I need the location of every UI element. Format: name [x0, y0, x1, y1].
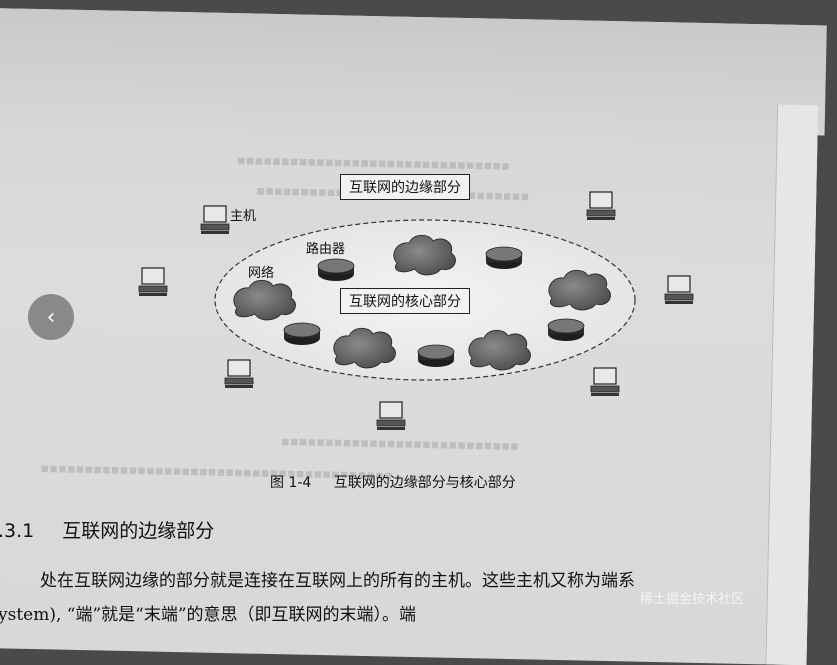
watermark-text: 稀土掘金技术社区 [640, 592, 745, 607]
caption-number: 图 1-4 [270, 475, 312, 491]
section-number: .3.1 [0, 520, 35, 542]
core-part-label: 互联网的核心部分 [340, 288, 470, 314]
router-icon [283, 322, 321, 345]
host-computer-icon [590, 367, 620, 396]
figure-caption: 图 1-4 互联网的边缘部分与核心部分 [270, 472, 516, 492]
network-cloud [233, 279, 296, 321]
network-cloud [468, 329, 531, 371]
host-computer-icon [376, 401, 406, 430]
router-icon [317, 258, 355, 281]
edge-part-label: 互联网的边缘部分 [340, 174, 470, 200]
host-computer-icon [138, 267, 168, 296]
section-title: 互联网的边缘部分 [62, 520, 215, 542]
host-computer-icon [586, 191, 616, 220]
previous-image-button[interactable]: ‹ [28, 294, 74, 340]
body-paragraph-line: ystem), “端”就是“末端”的意思（即互联网的末端）。端 [0, 605, 417, 625]
router-icon [485, 246, 523, 269]
host-computer-icon [664, 275, 694, 304]
network-label: 网络 [248, 266, 275, 281]
caption-text: 互联网的边缘部分与核心部分 [333, 475, 516, 491]
body-paragraph-line: 处在互联网边缘的部分就是连接在互联网上的所有的主机。这些主机又称为端系 [40, 571, 635, 591]
section-heading: .3.1 互联网的边缘部分 [0, 516, 214, 543]
host-computer-icon [224, 359, 254, 388]
host-label: 主机 [230, 209, 257, 224]
router-icon [547, 318, 585, 341]
router-label: 路由器 [306, 242, 346, 257]
chevron-left-icon: ‹ [46, 304, 56, 330]
network-cloud [548, 269, 611, 311]
network-cloud [333, 327, 396, 369]
router-icon [417, 344, 455, 367]
host-computer-icon [200, 205, 230, 234]
network-cloud [393, 234, 456, 276]
